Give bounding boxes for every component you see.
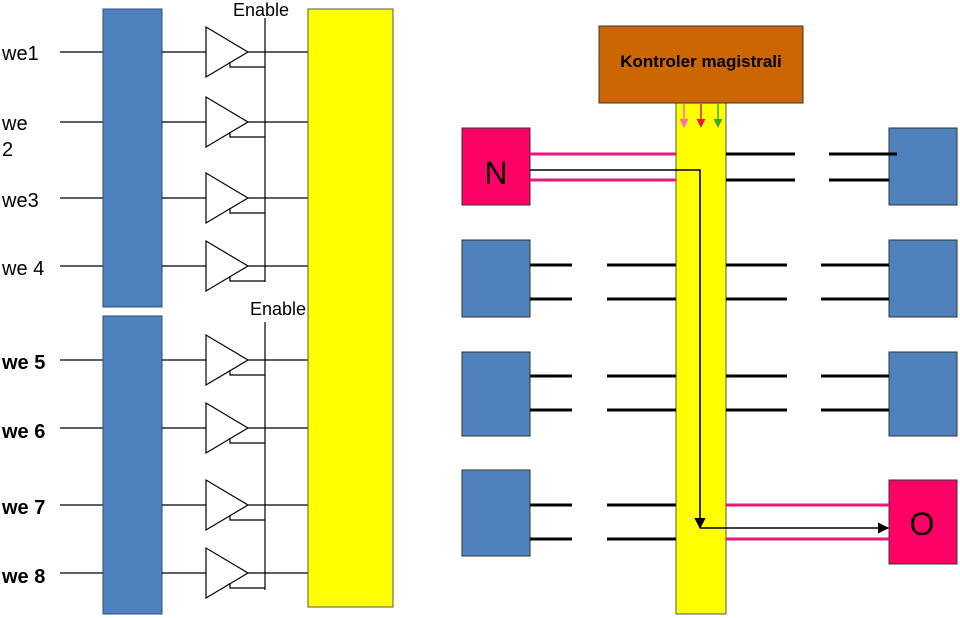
target-links (726, 503, 889, 541)
buffer-5 (205, 333, 250, 387)
bus-left (307, 8, 394, 608)
node-target (888, 479, 958, 565)
input-lines (60, 51, 103, 574)
left-stubs (530, 263, 676, 541)
buffer-lines (162, 51, 308, 574)
tristate-buffers (205, 25, 250, 600)
buffer-3 (205, 171, 250, 225)
input-label-2b: 2 (2, 139, 13, 161)
right-stubs (726, 152, 897, 412)
input-label-5: we 5 (1, 352, 45, 374)
input-label-7: we 7 (1, 497, 45, 519)
input-label-8: we 8 (1, 566, 45, 588)
buffer-6 (205, 401, 250, 455)
node-source (461, 127, 531, 206)
buffer-4 (205, 239, 250, 293)
device-right-2 (888, 239, 958, 318)
right-bus-diagram: Kontroler magistrali N O (461, 25, 958, 615)
bus-controller (598, 25, 804, 104)
input-label-1: we1 (1, 43, 39, 65)
device-right-1 (888, 127, 958, 206)
device-left-3 (461, 351, 531, 437)
input-label-4: we 4 (1, 258, 44, 280)
input-label-6: we 6 (1, 421, 45, 443)
buffer-8 (205, 546, 250, 600)
node-target-label: O (910, 506, 935, 542)
register-block-top (102, 8, 163, 308)
source-links (530, 152, 676, 182)
buffer-7 (205, 478, 250, 532)
buffer-2 (205, 95, 250, 149)
transfer-path (530, 169, 706, 530)
left-tristate-diagram: Enable Enable we1 we 2 we3 we 4 we 5 we … (1, 0, 394, 615)
node-source-label: N (484, 155, 507, 191)
register-block-bottom (102, 315, 163, 615)
device-left-4 (461, 469, 531, 557)
input-label-3: we3 (1, 190, 39, 212)
buffer-1 (205, 25, 250, 79)
device-right-3 (888, 351, 958, 437)
device-left-2 (461, 239, 531, 318)
enable-taps (229, 62, 265, 589)
controller-label: Kontroler magistrali (620, 52, 782, 71)
enable-label-bottom: Enable (250, 299, 306, 319)
input-label-2: we (1, 113, 28, 135)
enable-label-top: Enable (233, 0, 289, 20)
bus-right (675, 99, 727, 615)
